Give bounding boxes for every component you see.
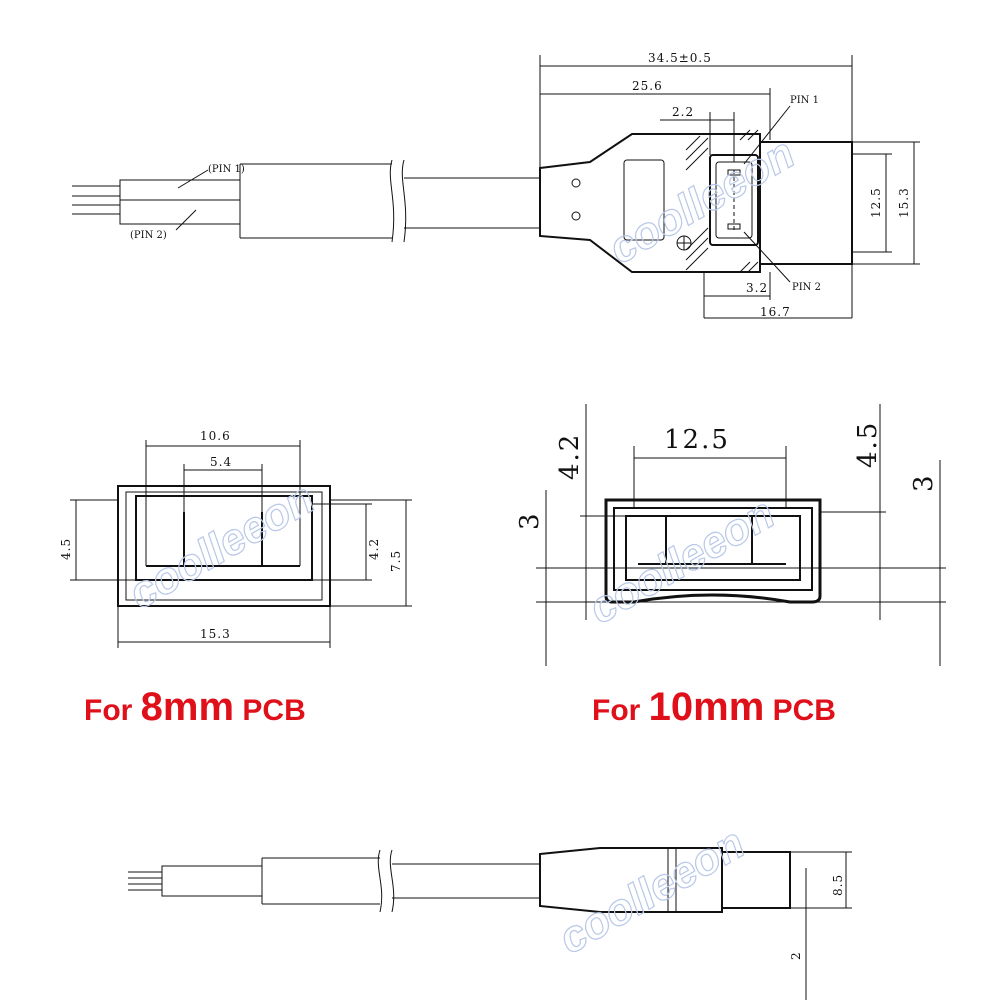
dim-width-outer: 15.3 xyxy=(897,187,911,218)
side-view: 8.5 2 xyxy=(128,847,852,1000)
pin1-head-label: PIN 1 xyxy=(790,95,819,106)
dim-pin-pitch-bottom: 3.2 xyxy=(746,281,768,295)
caption-10mm-pcb: PCB xyxy=(764,694,836,727)
dim-right-top-10: 4.5 xyxy=(853,421,883,468)
dim-overall-length: 34.5±0.5 xyxy=(648,51,712,65)
caption-8mm-size: 8mm xyxy=(141,685,234,729)
caption-10mm-for: For xyxy=(592,694,649,727)
pcb8-section: 10.6 5.4 4.5 4.2 7.5 15.3 For 8mm PCB xyxy=(59,429,412,729)
dim-side-height: 8.5 xyxy=(831,874,845,896)
watermark-top: coolleeon xyxy=(601,129,803,274)
pcb10-section: 12.5 4.2 3 4.5 3 For 10mm PCB xyxy=(515,404,946,729)
caption-8mm-for: For xyxy=(84,694,141,727)
dim-right-inner-height-8: 4.2 xyxy=(367,538,381,560)
dim-left-bottom-10: 3 xyxy=(515,511,545,530)
dim-body-length: 25.6 xyxy=(632,79,663,93)
dim-right-bottom-10: 3 xyxy=(909,473,939,492)
top-view: (PIN 1) (PIN 2) PIN 1 PIN 2 34.5±0.5 25.… xyxy=(72,51,920,319)
dim-width-10: 12.5 xyxy=(664,425,730,455)
dim-side-offset: 2 xyxy=(789,951,803,960)
dim-left-height-8: 4.5 xyxy=(59,538,73,560)
dim-width-inner: 12.5 xyxy=(869,187,883,218)
dim-inner-width-8: 10.6 xyxy=(200,429,231,443)
dim-outer-width-8: 15.3 xyxy=(200,627,231,641)
dim-pin-spacing-8: 5.4 xyxy=(210,455,232,469)
pin2-wire-label: (PIN 2) xyxy=(130,230,167,241)
caption-10mm: For 10mm PCB xyxy=(592,685,836,729)
dim-pin-offset: 2.2 xyxy=(672,105,694,119)
dim-right-outer-height-8: 7.5 xyxy=(389,550,403,572)
pin1-wire-label: (PIN 1) xyxy=(208,164,245,175)
dim-bottom-length: 16.7 xyxy=(760,305,791,319)
caption-8mm: For 8mm PCB xyxy=(84,685,306,729)
caption-10mm-size: 10mm xyxy=(649,685,765,729)
caption-8mm-pcb: PCB xyxy=(234,694,306,727)
pin2-head-label: PIN 2 xyxy=(792,282,821,293)
dim-left-top-10: 4.2 xyxy=(555,433,585,480)
